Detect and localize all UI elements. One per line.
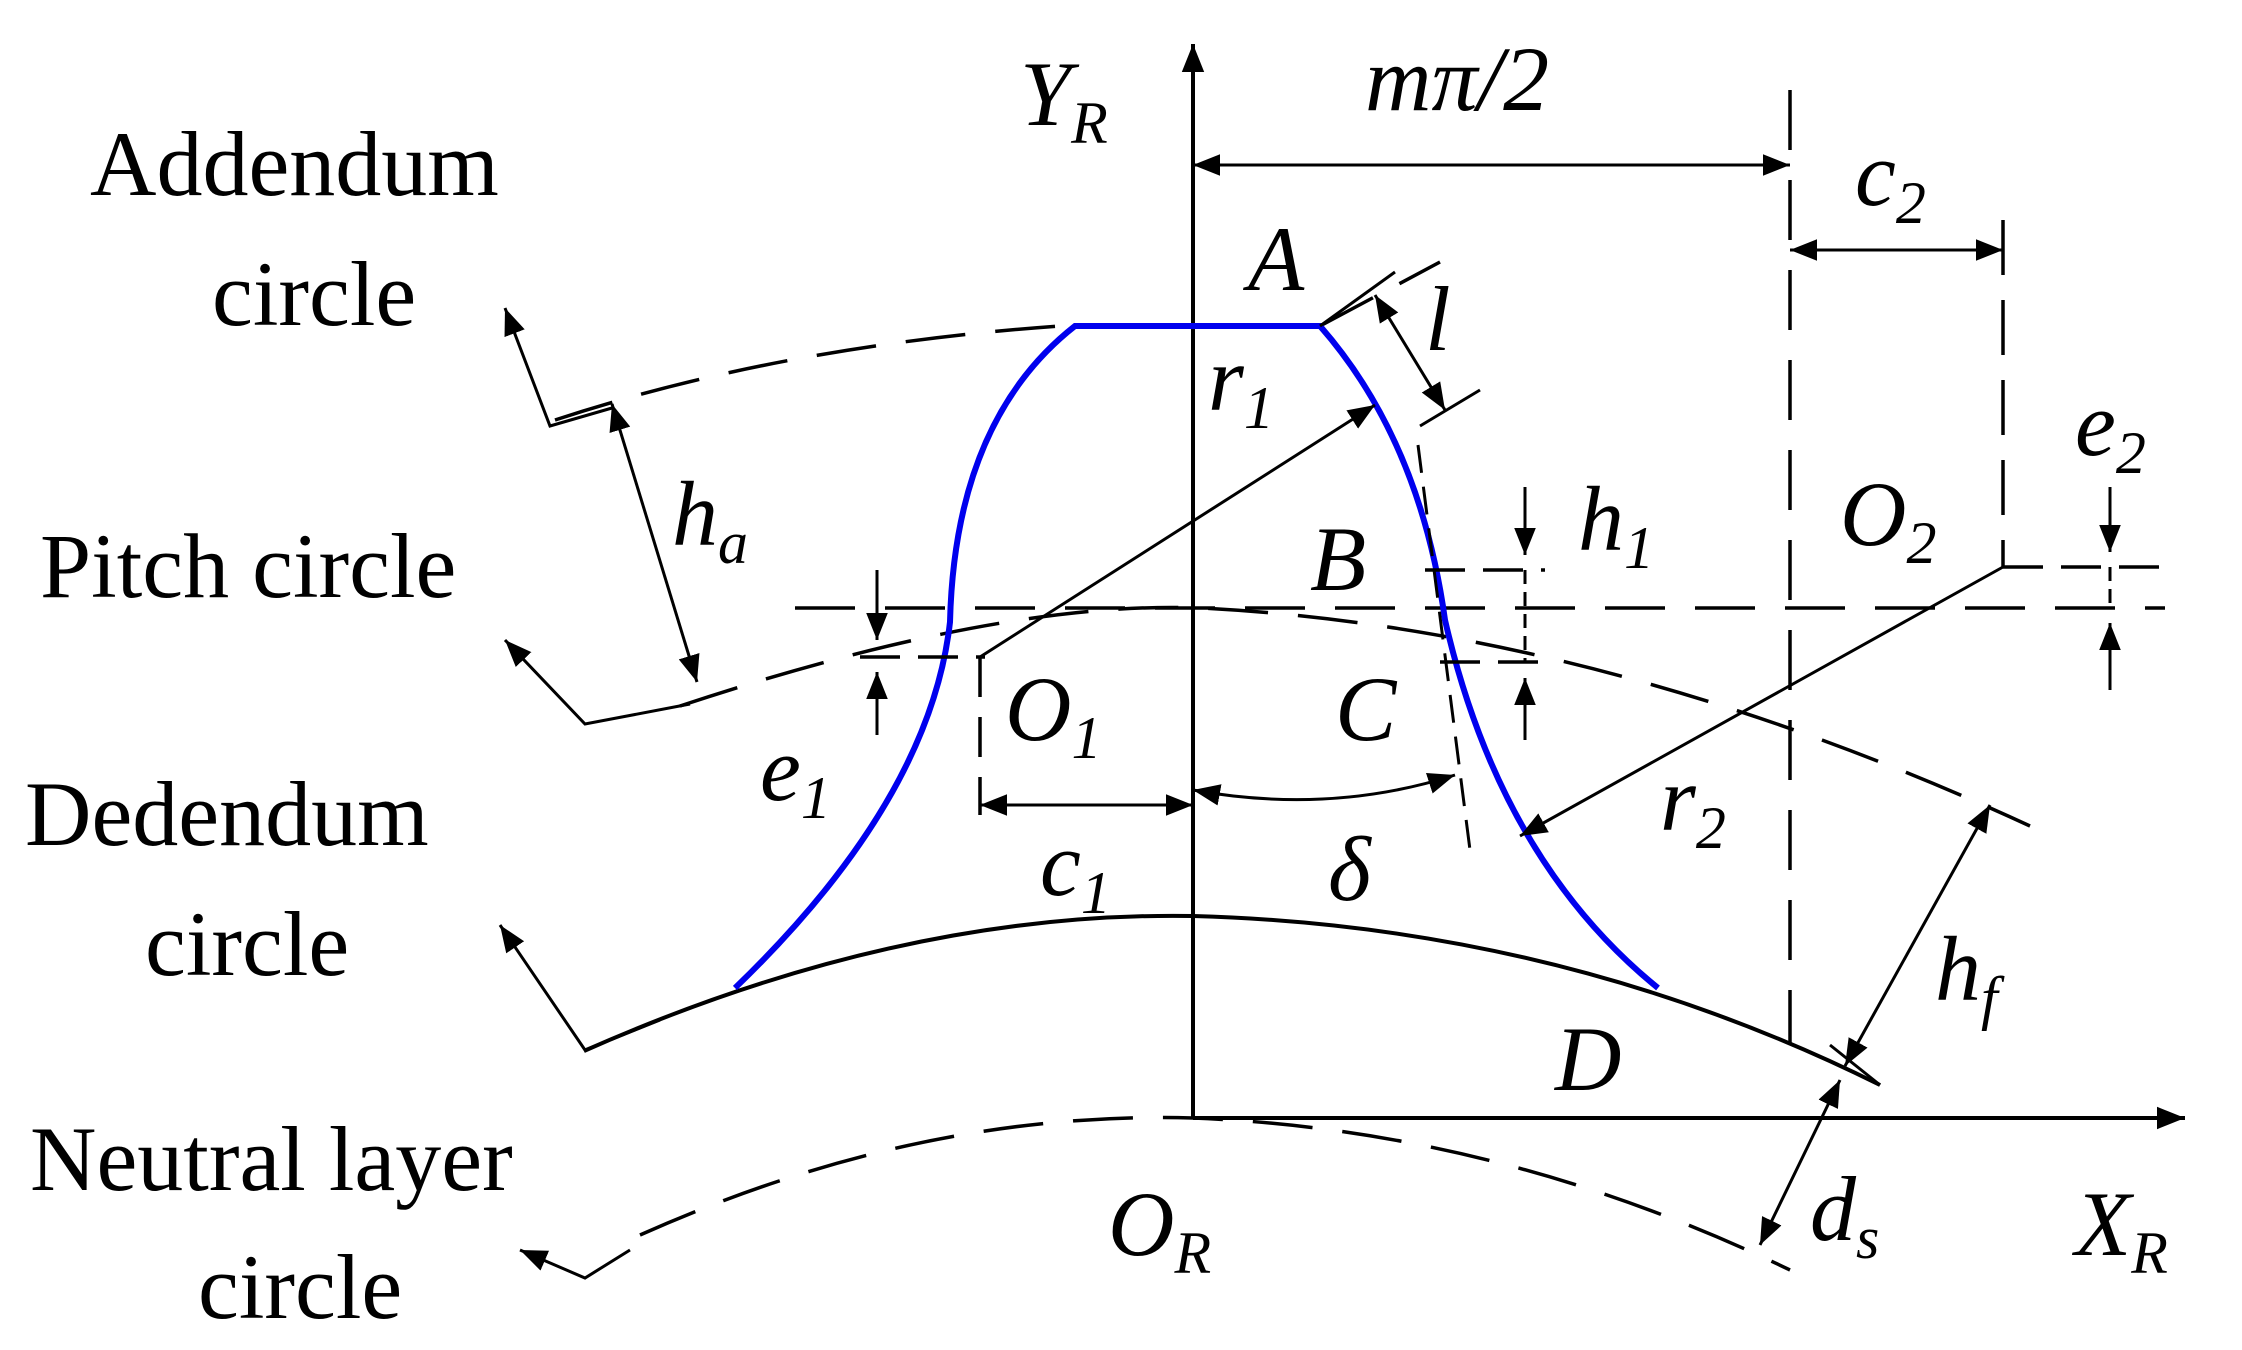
neutral-leader — [519, 1248, 631, 1280]
o1-label: O1 — [1005, 658, 1101, 771]
h1-label: h1 — [1578, 468, 1654, 581]
addendum-leader — [503, 307, 613, 428]
e2-label: e2 — [2075, 373, 2146, 486]
addendum-circle-line — [554, 260, 1441, 422]
dedendum-circle-line — [583, 913, 1881, 1087]
ha-dimension — [609, 403, 700, 683]
c2-label: c2 — [1855, 123, 1926, 236]
dedendum-label-line2: circle — [145, 893, 349, 995]
point-a-label: A — [1242, 208, 1305, 310]
neutral-label-line2: circle — [198, 1236, 402, 1338]
l-tick-1 — [1319, 270, 1396, 328]
pitch-leader — [503, 638, 691, 726]
yr-label: YR — [1020, 43, 1108, 156]
neutral-layer-circle-line — [639, 1115, 1791, 1272]
e1-label: e1 — [760, 718, 831, 831]
pitch-label: Pitch circle — [40, 515, 456, 617]
l-tick-2 — [1419, 388, 1481, 428]
tangent-dashed-line — [1416, 444, 1472, 851]
o2-label: O2 — [1840, 463, 1936, 576]
point-c-label: C — [1335, 658, 1398, 760]
dedendum-label-line1: Dedendum — [25, 763, 429, 865]
r2-radius — [1519, 565, 2004, 838]
addendum-label-line1: Addendum — [90, 113, 499, 215]
tooth-profile — [732, 323, 1660, 991]
hf-label: hf — [1935, 918, 2005, 1031]
xr-label: XR — [2071, 1173, 2168, 1286]
r1-label: r1 — [1208, 328, 1274, 441]
ds-dimension — [1758, 1079, 1842, 1246]
delta-label: δ — [1328, 818, 1372, 920]
point-b-label: B — [1310, 508, 1366, 610]
ds-label: ds — [1810, 1158, 1879, 1271]
dedendum-leader — [498, 924, 661, 1052]
point-d-label: D — [1553, 1008, 1621, 1110]
hf-tick — [1829, 1043, 1881, 1087]
mpi2-label: mπ/2 — [1365, 28, 1549, 130]
c1-label: c1 — [1040, 813, 1111, 926]
l-dimension — [1373, 294, 1447, 411]
r2-label: r2 — [1660, 748, 1726, 861]
hf-dimension — [1843, 804, 1992, 1067]
l-label: l — [1425, 268, 1451, 370]
delta-arc — [1192, 772, 1456, 806]
r1-radius — [979, 403, 1376, 659]
pitch-circle-line — [679, 605, 2031, 828]
neutral-label-line1: Neutral layer — [30, 1108, 513, 1210]
or-label: OR — [1108, 1173, 1211, 1286]
ha-label: ha — [672, 463, 748, 576]
addendum-label-line2: circle — [212, 243, 416, 345]
